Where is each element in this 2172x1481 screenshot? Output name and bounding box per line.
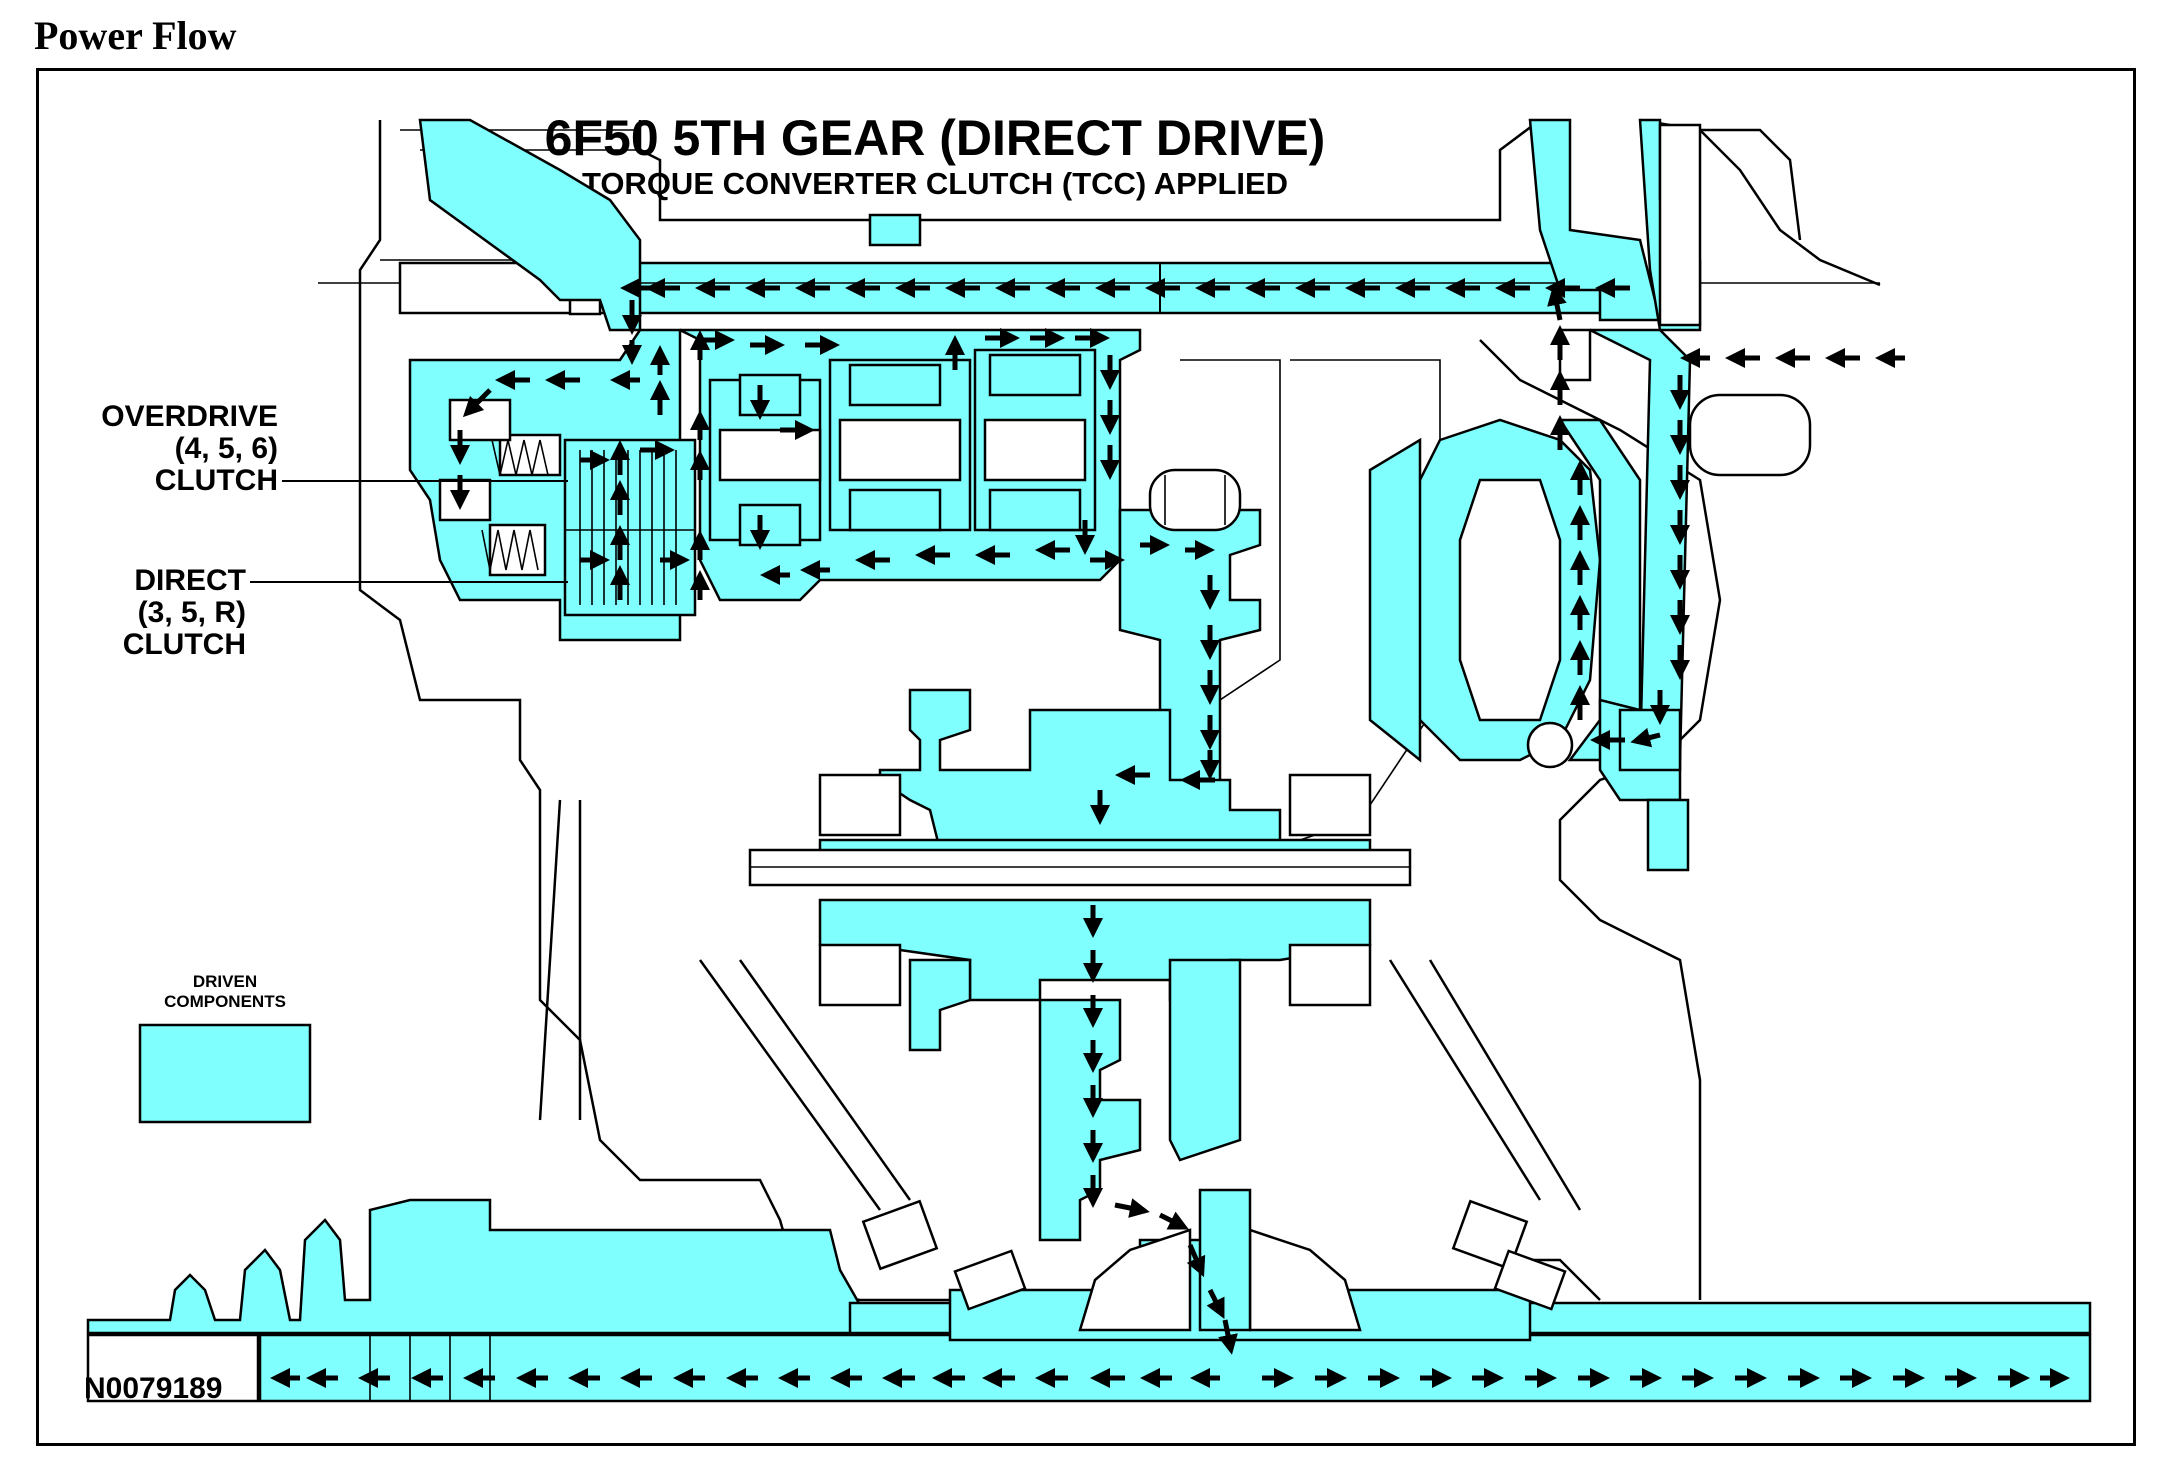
svg-text:DIRECT: DIRECT	[134, 564, 246, 597]
diagram-frame	[36, 68, 2136, 1446]
overdrive-clutch-callout: OVERDRIVE (4, 5, 6) CLUTCH	[101, 400, 568, 497]
differential	[948, 1188, 1532, 1342]
clutch-plates	[563, 438, 697, 617]
legend: DRIVEN COMPONENTS	[138, 972, 312, 1124]
torque-converter	[1368, 118, 1812, 872]
svg-text:COMPONENTS: COMPONENTS	[164, 992, 286, 1011]
svg-text:(4, 5, 6): (4, 5, 6)	[175, 432, 278, 465]
power-flow-arrows	[270, 278, 2070, 1388]
transfer-drive-gear	[1118, 468, 1262, 802]
svg-text:DRIVEN: DRIVEN	[193, 972, 257, 991]
diagram-title: 6F50 5TH GEAR (DIRECT DRIVE)	[545, 110, 1326, 166]
figure-id: N0079189	[84, 1372, 222, 1405]
legend-swatch	[138, 1023, 312, 1124]
direct-clutch-callout: DIRECT (3, 5, R) CLUTCH	[123, 564, 568, 661]
planetary-gearset	[679, 328, 1142, 602]
housing-supports	[538, 799, 1582, 1211]
svg-text:(3, 5, R): (3, 5, R)	[138, 596, 246, 629]
output-column	[1038, 998, 1142, 1242]
page-heading: Power Flow	[34, 13, 237, 58]
svg-text:CLUTCH: CLUTCH	[123, 628, 246, 661]
svg-text:CLUTCH: CLUTCH	[155, 464, 278, 497]
diagram-subtitle: TORQUE CONVERTER CLUTCH (TCC) APPLIED	[582, 166, 1288, 201]
bearings	[861, 1199, 1567, 1311]
svg-text:OVERDRIVE: OVERDRIVE	[101, 400, 278, 433]
